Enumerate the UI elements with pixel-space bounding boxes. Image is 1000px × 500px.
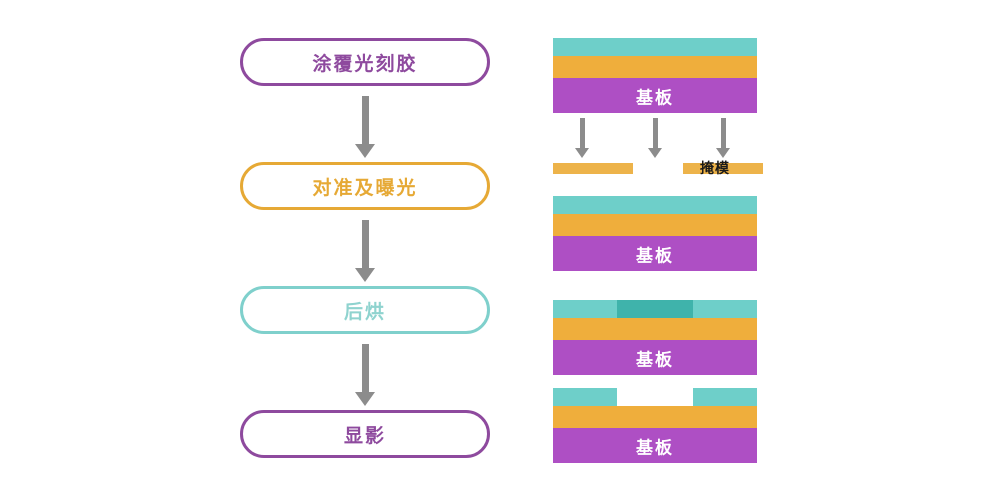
arrow-head	[716, 148, 730, 158]
substrate-label: 基板	[636, 438, 674, 458]
oxide-layer	[553, 406, 757, 428]
flow-step-label: 显影	[343, 424, 386, 447]
arrow-shaft	[361, 344, 369, 392]
mask-bar-left	[553, 163, 633, 174]
arrow-head	[355, 144, 375, 158]
photoresist-layer	[553, 196, 757, 214]
flow-step-post-bake[interactable]: 后烘	[240, 286, 490, 334]
substrate-label: 基板	[636, 350, 674, 370]
flow-step-align-expose[interactable]: 对准及曝光	[240, 162, 490, 210]
arrow-head	[355, 268, 375, 282]
oxide-layer	[553, 214, 757, 236]
substrate-layer: 基板	[553, 428, 757, 463]
stack-coated: 基板	[553, 38, 757, 113]
flow-arrow-2	[345, 220, 385, 282]
substrate-label: 基板	[636, 88, 674, 108]
arrow-head	[648, 148, 662, 158]
photoresist-right-remainder	[693, 388, 757, 406]
photoresist-left-remainder	[553, 388, 617, 406]
photoresist-layer	[553, 38, 757, 56]
arrow-shaft	[579, 118, 585, 148]
mask-label: 掩模	[700, 161, 730, 177]
arrow-shaft	[361, 96, 369, 144]
exposure-arrow-right	[712, 118, 734, 158]
flow-step-coat-photoresist[interactable]: 涂覆光刻胶	[240, 38, 490, 86]
flow-arrow-1	[345, 96, 385, 158]
arrow-shaft	[361, 220, 369, 268]
stack-postbaked: 基板	[553, 300, 757, 375]
oxide-layer	[553, 318, 757, 340]
mask-bar-right	[683, 163, 763, 174]
flow-step-label: 后烘	[343, 300, 386, 323]
arrow-shaft	[720, 118, 726, 148]
substrate-layer: 基板	[553, 340, 757, 375]
arrow-head	[575, 148, 589, 158]
stack-exposed: 基板	[553, 196, 757, 271]
substrate-layer: 基板	[553, 236, 757, 271]
substrate-label: 基板	[636, 246, 674, 266]
exposure-arrow-left	[571, 118, 593, 158]
flow-step-develop[interactable]: 显影	[240, 410, 490, 458]
flow-step-label: 涂覆光刻胶	[312, 52, 418, 75]
oxide-layer	[553, 56, 757, 78]
flow-arrow-3	[345, 344, 385, 406]
flow-step-label: 对准及曝光	[312, 176, 418, 199]
substrate-layer: 基板	[553, 78, 757, 113]
stack-developed: 基板	[553, 388, 757, 463]
arrow-head	[355, 392, 375, 406]
photoresist-exposed-region	[617, 300, 693, 318]
exposure-arrow-center	[644, 118, 666, 158]
arrow-shaft	[652, 118, 658, 148]
